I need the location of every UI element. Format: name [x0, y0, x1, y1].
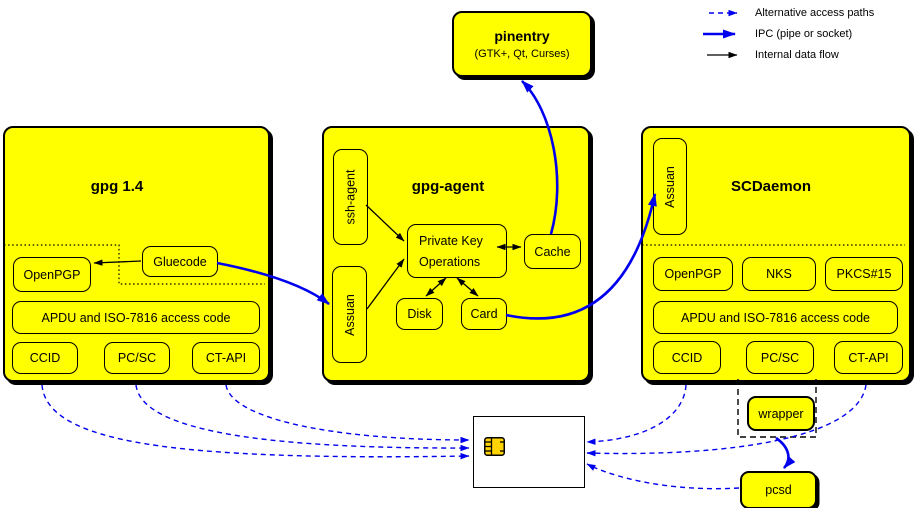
ssh-agent-label: ssh-agent — [343, 169, 358, 225]
legend-row-alternative: Alternative access paths — [701, 2, 874, 23]
pcsd-node: pcsd — [740, 471, 817, 508]
scdaemon-ctapi-label: CT-API — [848, 350, 889, 365]
scdaemon-pcsc-node: PC/SC — [746, 341, 814, 374]
legend-row-ipc: IPC (pipe or socket) — [701, 23, 874, 44]
scdaemon-ctapi-node: CT-API — [834, 341, 903, 374]
scdaemon-nks-node: NKS — [742, 257, 816, 291]
alt-scdaemon-ccid-to-card — [586, 384, 687, 445]
pko-line1: Private Key — [419, 233, 483, 248]
gpg14-gluecode-node: Gluecode — [142, 246, 218, 277]
gpg14-gluecode-label: Gluecode — [153, 254, 207, 269]
gpg14-apdu-node: APDU and ISO-7816 access code — [12, 301, 260, 334]
gpg-agent-title: gpg-agent — [411, 178, 485, 195]
alt-scdaemon-ctapi-to-card — [586, 384, 867, 457]
scdaemon-apdu-label: APDU and ISO-7816 access code — [681, 310, 870, 325]
smartcard — [473, 416, 585, 488]
scdaemon-pkcs15-node: PKCS#15 — [825, 257, 903, 291]
pinentry-subtitle: (GTK+, Qt, Curses) — [474, 48, 570, 60]
gpg14-pcsc-node: PC/SC — [104, 342, 170, 374]
scdaemon-openpgp-node: OpenPGP — [653, 257, 733, 291]
scdaemon-pcsc-label: PC/SC — [760, 350, 800, 365]
alt-gpg14-ccid-to-card — [41, 384, 470, 460]
disk-node: Disk — [396, 298, 443, 330]
alt-pcsd-to-card — [586, 463, 740, 490]
gpg14-title: gpg 1.4 — [90, 178, 144, 195]
wrapper-node: wrapper — [747, 396, 815, 431]
gpg14-apdu-label: APDU and ISO-7816 access code — [41, 310, 231, 325]
gpg14-openpgp-node: OpenPGP — [13, 257, 91, 292]
scdaemon-assuan-node: Assuan — [653, 138, 687, 235]
legend-label: IPC (pipe or socket) — [755, 27, 853, 40]
alt-gpg14-pcsc-to-card — [135, 384, 470, 452]
dashed-blue-arrow-icon — [709, 9, 738, 16]
black-arrow-icon — [707, 51, 738, 58]
gpg14-ctapi-node: CT-API — [192, 342, 260, 374]
private-key-operations-node: Private Key Operations — [407, 224, 507, 278]
disk-label: Disk — [407, 307, 432, 321]
card-label: Card — [470, 307, 498, 321]
scdaemon-title: SCDaemon — [730, 178, 812, 195]
legend-label: Internal data flow — [755, 48, 839, 61]
cache-label: Cache — [534, 244, 571, 259]
scdaemon-apdu-node: APDU and ISO-7816 access code — [653, 301, 898, 334]
gpg-agent-ssh-agent-node: ssh-agent — [333, 149, 368, 245]
legend: Alternative access paths IPC (pipe or so… — [701, 2, 874, 65]
card-node: Card — [461, 298, 507, 330]
gpg14-openpgp-label: OpenPGP — [23, 267, 81, 282]
wrapper-label: wrapper — [758, 406, 804, 421]
gpg14-ccid-label: CCID — [29, 351, 61, 365]
scdaemon-ccid-node: CCID — [653, 341, 721, 374]
gpg-agent-assuan-node: Assuan — [332, 266, 367, 363]
gpg14-pcsc-label: PC/SC — [117, 351, 157, 365]
ipc-wrapper-to-pcsd — [775, 436, 796, 469]
pinentry-box: pinentry (GTK+, Qt, Curses) — [452, 11, 592, 77]
legend-row-internal: Internal data flow — [701, 44, 874, 65]
scdaemon-ccid-label: CCID — [671, 350, 703, 365]
alt-gpg14-ctapi-to-card — [225, 384, 470, 444]
scdaemon-pkcs15-label: PKCS#15 — [836, 267, 892, 281]
smartcard-chip-icon — [484, 437, 505, 456]
pcsd-label: pcsd — [765, 483, 792, 497]
solid-blue-arrow-icon — [703, 29, 736, 38]
gpg-agent-assuan-label: Assuan — [342, 293, 357, 336]
pinentry-title: pinentry — [494, 28, 550, 44]
gpg14-ctapi-label: CT-API — [205, 351, 247, 365]
scdaemon-assuan-label: Assuan — [663, 165, 678, 208]
legend-label: Alternative access paths — [755, 6, 875, 19]
scdaemon-nks-label: NKS — [766, 267, 792, 281]
pko-line2: Operations — [419, 254, 481, 269]
cache-node: Cache — [524, 234, 581, 269]
gpg14-ccid-node: CCID — [12, 342, 78, 374]
scdaemon-openpgp-label: OpenPGP — [664, 267, 722, 281]
